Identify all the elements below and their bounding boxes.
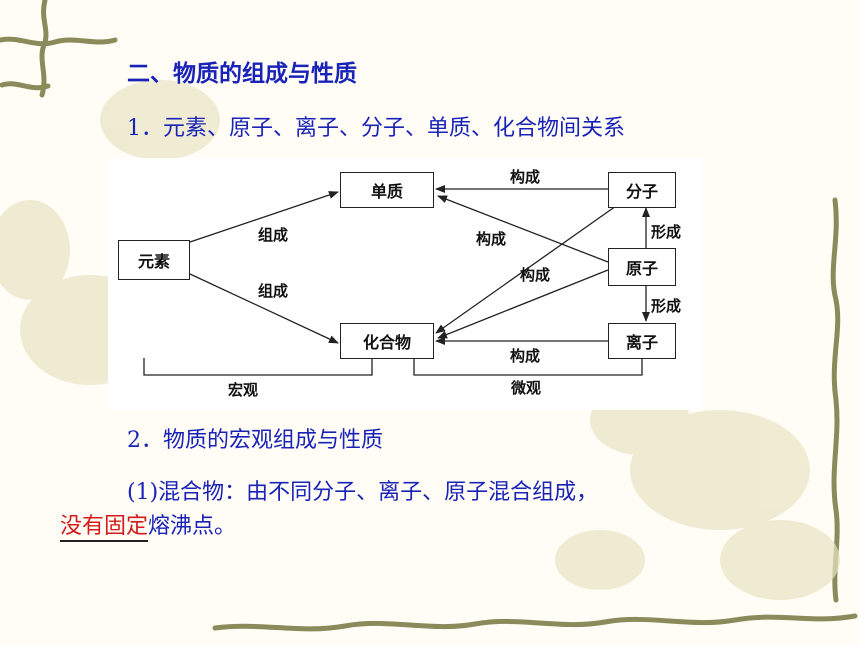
arrow-yuansu-huahewu [189, 273, 339, 344]
node-fenzi: 分子 [608, 172, 676, 208]
subheading-relations: 1．元素、原子、离子、分子、单质、化合物间关系 [127, 116, 625, 141]
label-goucheng-lizi-huahewu: 构成 [510, 347, 541, 365]
bracket-micro [413, 358, 643, 376]
arrow-fenzi-huahewu [435, 205, 617, 334]
section-heading: 二、物质的组成与性质 [127, 61, 357, 87]
label-xingcheng-down: 形成 [651, 297, 682, 315]
blank-answer-underlined: 没有固定 [60, 514, 149, 542]
node-yuanzi: 原子 [608, 248, 676, 286]
mixture-definition-continued: 没有固定熔沸点。 [60, 508, 237, 542]
bracket-macro [143, 358, 373, 376]
node-huahewu: 化合物 [340, 323, 434, 359]
arrow-yuanzi-huahewu [437, 269, 609, 339]
label-micro: 微观 [511, 379, 542, 397]
mixture-definition-tail: 熔沸点。 [148, 514, 237, 539]
node-yuansu: 元素 [118, 240, 190, 280]
arrow-yuansu-danzhi [189, 191, 339, 243]
label-macro: 宏观 [228, 381, 259, 399]
label-zucheng-top: 组成 [258, 226, 289, 244]
relationship-diagram: 元素 单质 化合物 分子 原子 离子 组成 组成 构成 构成 构成 构成 形成 … [108, 158, 703, 410]
label-xingcheng-up: 形成 [651, 223, 682, 241]
label-goucheng-fenzi-danzhi: 构成 [510, 168, 541, 186]
mixture-definition: (1)混合物：由不同分子、离子、原子混合组成， [127, 480, 599, 505]
node-danzhi: 单质 [340, 172, 434, 208]
subheading-macro-composition: 2．物质的宏观组成与性质 [127, 428, 383, 453]
node-lizi: 离子 [608, 323, 676, 359]
label-goucheng-yuanzi-danzhi: 构成 [476, 230, 507, 248]
label-zucheng-bottom: 组成 [258, 282, 289, 300]
diagram-arrows [143, 185, 650, 376]
label-goucheng-fenzi-huahewu: 构成 [520, 266, 551, 284]
arrow-yuanzi-danzhi [437, 195, 609, 263]
